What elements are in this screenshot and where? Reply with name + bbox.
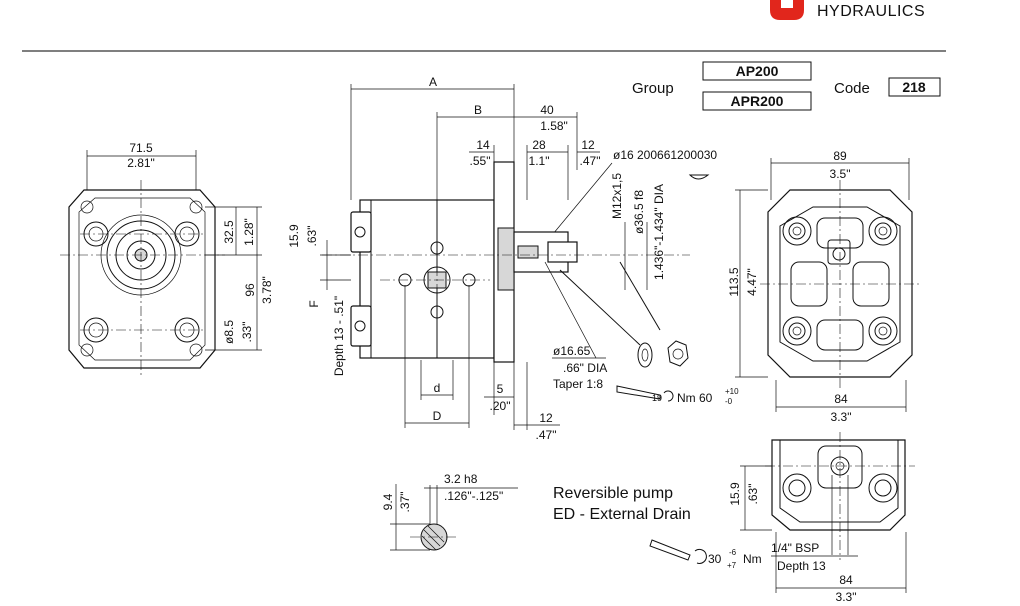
dim-side-063: .63" bbox=[305, 226, 319, 247]
dim-front-325: 32.5 bbox=[222, 220, 236, 244]
shaft-ref: ø16 200661200030 bbox=[613, 148, 717, 162]
pump-body bbox=[359, 199, 495, 359]
dim-rear-1135: 113.5 bbox=[727, 267, 741, 296]
dim-drain-159: 15.9 bbox=[728, 482, 742, 506]
dim-front-width-mm: 71.5 bbox=[129, 141, 153, 155]
dim-12b: 12 bbox=[539, 411, 553, 425]
dim-front-hole: ø8.5 bbox=[222, 320, 236, 344]
dim-front-96: 96 bbox=[243, 283, 257, 297]
dim-40: 40 bbox=[540, 103, 554, 117]
rear-view: 89 3.5" 113.5 4.47" 84 3.3" bbox=[727, 149, 920, 424]
dim-drain-84: 84 bbox=[839, 573, 853, 587]
note-drain: ED - External Drain bbox=[553, 506, 691, 523]
drain-wrench-icon bbox=[649, 539, 691, 561]
drain-torque-tol-top: -6 bbox=[729, 548, 737, 557]
torque-value: Nm 60 bbox=[677, 391, 713, 405]
header: HYDRAULICS bbox=[22, 0, 946, 52]
dim-rear-33: 3.3" bbox=[831, 410, 852, 424]
dim-B: B bbox=[474, 103, 482, 117]
dim-A: A bbox=[429, 75, 437, 89]
washer bbox=[637, 342, 653, 368]
drain-cover bbox=[771, 439, 906, 531]
taper-diameter-in: .66" DIA bbox=[563, 361, 607, 375]
side-view: A B 40 1.58" 14 .55" 28 1.1" 12 .47" ø16… bbox=[287, 75, 739, 442]
dim-5: 5 bbox=[497, 382, 504, 396]
drain-bsp: 1/4" BSP bbox=[771, 541, 819, 555]
taper-ratio: Taper 1:8 bbox=[553, 377, 603, 391]
wrench-icon bbox=[616, 385, 661, 400]
port-depth: Depth 13 - .51" bbox=[332, 296, 346, 376]
key-width-in: .126"-.125" bbox=[444, 489, 503, 503]
pilot-diameter: ø36.5 f8 bbox=[632, 190, 646, 234]
drain-torque-unit: Nm bbox=[743, 552, 762, 566]
code-label: Code bbox=[834, 80, 870, 97]
pilot-diameter-in: 1.436"-1.434" DIA bbox=[652, 184, 666, 280]
group-value-2: APR200 bbox=[731, 93, 784, 109]
torque-tol-top: +10 bbox=[725, 387, 739, 396]
group-box-1 bbox=[702, 61, 812, 81]
dim-front-378: 3.78" bbox=[260, 276, 274, 304]
dim-12a: 12 bbox=[581, 138, 595, 152]
dim-side-159: 15.9 bbox=[287, 224, 301, 248]
code-box bbox=[888, 77, 941, 97]
drain-view: 15.9 .63" 1/4" BSP Depth 13 30 -6 +7 Nm … bbox=[649, 432, 915, 604]
dim-158: 1.58" bbox=[540, 119, 568, 133]
group-label: Group bbox=[632, 80, 674, 97]
brand-name: HYDRAULICS bbox=[817, 3, 925, 20]
dim-d: d bbox=[434, 381, 441, 395]
dim-020: .20" bbox=[490, 399, 511, 413]
note-reversible: Reversible pump bbox=[553, 485, 673, 502]
front-view: 71.5 2.81" 32.5 1.28" 96 3.78" ø8.5 .33" bbox=[60, 141, 274, 378]
dim-front-128: 1.28" bbox=[242, 218, 256, 246]
dim-047a: .47" bbox=[580, 154, 601, 168]
key-height-mm: 9.4 bbox=[381, 493, 395, 510]
flange-section bbox=[497, 227, 515, 291]
notes: Reversible pump ED - External Drain bbox=[553, 485, 691, 523]
code-value: 218 bbox=[902, 79, 926, 95]
key-detail: 3.2 h8 .126"-.125" 9.4 .37" bbox=[381, 472, 518, 551]
front-flange bbox=[68, 189, 216, 369]
drain-torque-value: 30 bbox=[708, 552, 722, 566]
key-height-in: .37" bbox=[398, 492, 412, 513]
group-box-2 bbox=[702, 91, 812, 111]
hex-nut bbox=[667, 340, 689, 367]
drive-shaft bbox=[547, 241, 578, 263]
dim-055: .55" bbox=[470, 154, 491, 168]
brand-logo bbox=[770, 0, 804, 20]
group-value-1: AP200 bbox=[736, 63, 779, 79]
dim-drain-33: 3.3" bbox=[836, 590, 857, 604]
dim-14: 14 bbox=[476, 138, 490, 152]
woodruff-key bbox=[688, 174, 710, 180]
dim-28: 28 bbox=[532, 138, 546, 152]
drain-depth: Depth 13 bbox=[777, 559, 826, 573]
dim-047b: .47" bbox=[536, 428, 557, 442]
dim-rear-89: 89 bbox=[833, 149, 847, 163]
taper-diameter: ø16.65 bbox=[553, 344, 591, 358]
thread-size: M12x1,5 bbox=[610, 173, 624, 219]
port-F: F bbox=[307, 300, 321, 307]
rear-bolt-top bbox=[350, 211, 372, 253]
dim-front-hole-in: .33" bbox=[240, 322, 254, 343]
dim-rear-447: 4.47" bbox=[745, 268, 759, 296]
torque-prefix: 19 bbox=[652, 393, 662, 403]
dim-rear-35: 3.5" bbox=[830, 167, 851, 181]
dim-D: D bbox=[433, 409, 442, 423]
spec-block: Group AP200 APR200 Code 218 bbox=[632, 61, 941, 111]
rear-bolt-bottom bbox=[350, 305, 372, 347]
dim-11: 1.1" bbox=[529, 154, 550, 168]
dim-rear-84: 84 bbox=[834, 392, 848, 406]
key-width-mm: 3.2 h8 bbox=[444, 472, 478, 486]
dim-drain-063: .63" bbox=[746, 484, 760, 505]
dim-front-width-in: 2.81" bbox=[127, 156, 155, 170]
torque-tol-bot: -0 bbox=[725, 397, 733, 406]
drain-torque-tol-bot: +7 bbox=[727, 561, 737, 570]
